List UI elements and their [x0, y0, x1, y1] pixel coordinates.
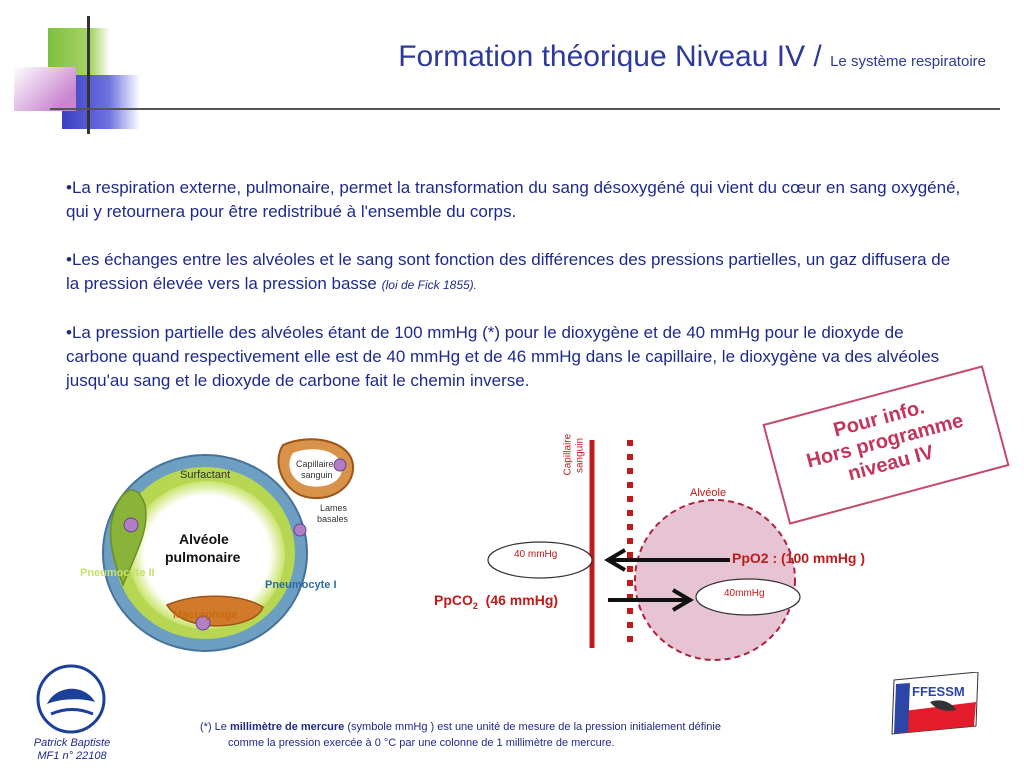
decor-pink-square	[14, 67, 76, 111]
bubble-40mmhg: 40mmHg	[724, 588, 765, 599]
label-capillaire: Capillaire	[296, 459, 334, 469]
label-capillaire-right-2: sanguin	[574, 437, 586, 474]
page-title: Formation théorique Niveau IV / Le systè…	[398, 40, 986, 74]
ppco2-value: (46 mmHg)	[477, 592, 559, 608]
ppco2-sub: 2	[472, 600, 478, 611]
ffessm-logo-text: FFESSM	[912, 684, 965, 699]
label-alveole: Alvéole	[179, 531, 229, 547]
label-ppco2: PpCO2 (46 mmHg)	[434, 592, 558, 611]
title-underline	[50, 108, 1000, 110]
odyssee-logo-icon	[36, 664, 106, 734]
author-name: Patrick Baptiste	[33, 737, 111, 749]
exchange-illustration	[487, 440, 801, 661]
decor-vertical-line	[87, 16, 90, 134]
label-basales: basales	[317, 514, 349, 524]
paragraph-1: •La respiration externe, pulmonaire, per…	[66, 178, 961, 221]
logo-odyssee	[35, 664, 107, 734]
exchange-diagram: Capillaire sanguin Alvéole 40 mmHg 40mmH…	[420, 430, 900, 670]
ffessm-logo-icon: FFESSM	[891, 671, 979, 735]
paragraph-2-note: (loi de Fick 1855).	[381, 278, 477, 292]
label-pulmonaire: pulmonaire	[165, 549, 241, 565]
label-macrophage: Macrophage	[173, 609, 238, 621]
title-main: Formation théorique Niveau IV /	[398, 40, 831, 73]
bubble-40-mmhg: 40 mmHg	[514, 549, 558, 560]
ppco2-main: PpCO	[434, 592, 473, 608]
footnote: (*) Le millimètre de mercure (symbole mm…	[200, 719, 840, 751]
author-id: MF1 n° 22108	[37, 750, 107, 762]
paragraph-2: •Les échanges entre les alvéoles et le s…	[66, 248, 966, 297]
label-lames: Lames	[320, 503, 348, 513]
footnote-pre: (*) Le	[200, 721, 230, 733]
author-credit: Patrick Baptiste MF1 n° 22108	[22, 737, 122, 763]
label-alveole-right: Alvéole	[690, 487, 727, 499]
footnote-post: (symbole mmHg ) est une unité de mesure …	[344, 721, 721, 733]
footnote-line-2: comme la pression exercée à 0 °C par une…	[228, 737, 615, 749]
label-sanguin: sanguin	[301, 470, 333, 480]
paragraph-2-main: •Les échanges entre les alvéoles et le s…	[66, 250, 951, 293]
body-text: •La respiration externe, pulmonaire, per…	[66, 176, 966, 417]
alveole-illustration	[102, 438, 355, 652]
alveole-diagram: Surfactant Capillaire sanguin Lames basa…	[80, 435, 365, 660]
label-capillaire-right-1: Capillaire	[562, 433, 574, 476]
title-sub: Le système respiratoire	[830, 53, 986, 70]
label-pneumocyte-1: Pneumocyte I	[265, 579, 337, 591]
label-ppo2: PpO2 : (100 mmHg )	[732, 550, 866, 566]
footnote-line-1: (*) Le millimètre de mercure (symbole mm…	[200, 719, 840, 735]
footnote-bold: millimètre de mercure	[229, 721, 345, 733]
paragraph-3: •La pression partielle des alvéoles étan…	[66, 323, 940, 390]
label-surfactant: Surfactant	[180, 469, 231, 481]
logo-ffessm: FFESSM	[890, 671, 982, 742]
label-pneumocyte-2: Pneumocyte II	[80, 567, 155, 579]
